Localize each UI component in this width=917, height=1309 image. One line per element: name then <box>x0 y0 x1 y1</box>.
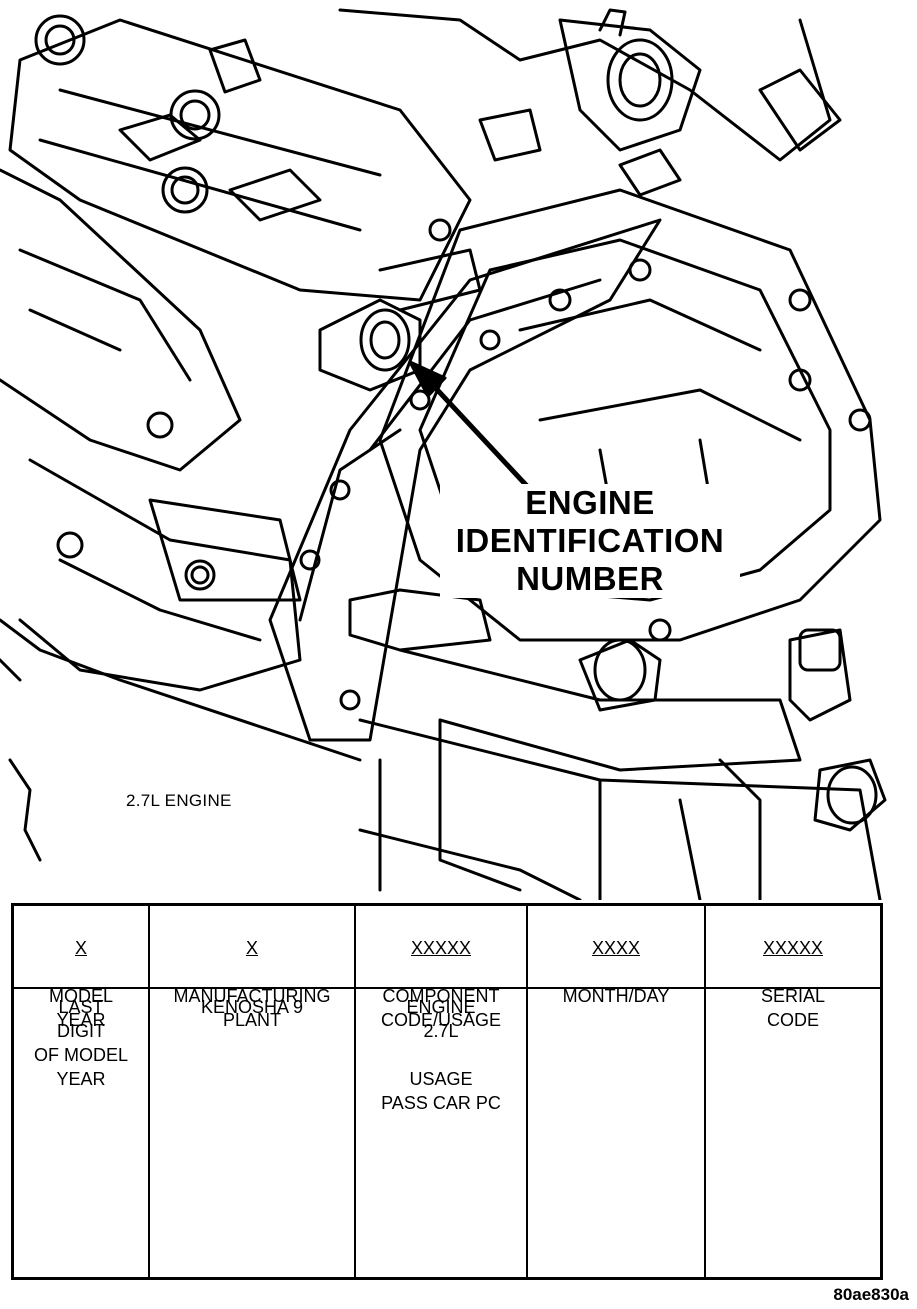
engine-code-table: X MODEL YEAR X MANUFACTURING PLANT XXXXX… <box>11 903 883 1280</box>
bracket-assembly <box>348 588 887 900</box>
engine-illustration <box>0 8 887 900</box>
value-model-year: LAST DIGIT OF MODEL YEAR <box>14 989 150 1277</box>
header-label-component: COMPONENT CODE/USAGE <box>380 986 502 1030</box>
code-manufacturing-plant: X <box>245 938 258 958</box>
figure-id: 80ae830a <box>833 1285 909 1304</box>
value-serial-code <box>706 989 880 1277</box>
header-component-code: XXXXX COMPONENT CODE/USAGE <box>356 906 528 1030</box>
header-manufacturing-plant: X MANUFACTURING PLANT <box>150 906 356 1030</box>
code-component: XXXXX <box>410 938 472 958</box>
value-manufacturing-plant: KENOSHA 9 <box>150 989 356 1277</box>
code-model-year: X <box>74 938 87 958</box>
cylinder-head <box>0 14 472 559</box>
arrow-icon <box>408 360 543 503</box>
engine-label: 2.7L ENGINE <box>126 791 232 810</box>
callout-line-2: IDENTIFICATION <box>440 522 740 560</box>
code-month-day: XXXX <box>591 938 641 958</box>
header-model-year: X MODEL YEAR <box>14 906 150 1030</box>
header-label-serial: SERIAL CODE <box>760 986 826 1030</box>
header-label-month-day: MONTH/DAY <box>562 986 670 1006</box>
header-serial-code: XXXXX SERIAL CODE <box>706 906 880 1030</box>
callout-line-3: NUMBER <box>440 560 740 598</box>
header-month-day: XXXX MONTH/DAY <box>528 906 706 1006</box>
code-serial: XXXXX <box>762 938 824 958</box>
oil-pan <box>0 458 362 862</box>
header-label-model-year: MODEL YEAR <box>48 986 113 1030</box>
value-month-day <box>528 989 706 1277</box>
engine-identification-callout: ENGINE IDENTIFICATION NUMBER <box>440 484 740 598</box>
header-label-manufacturing-plant: MANUFACTURING PLANT <box>173 986 331 1030</box>
identification-boss <box>318 218 482 392</box>
callout-line-1: ENGINE <box>440 484 740 522</box>
upper-engine-parts <box>338 8 842 197</box>
value-component-code: ENGINE 2.7L USAGE PASS CAR PC <box>356 989 528 1277</box>
timing-cover <box>268 218 662 742</box>
